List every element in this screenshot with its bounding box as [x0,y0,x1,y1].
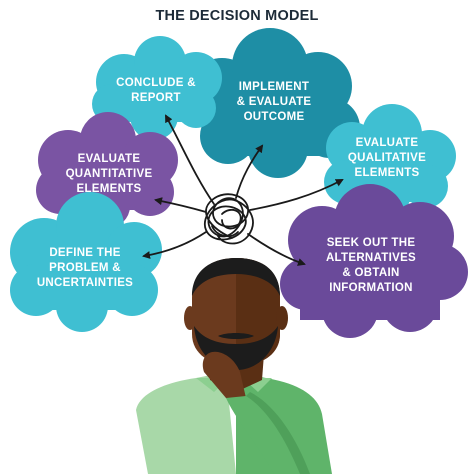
shirt-light [136,372,236,474]
diagram-title: THE DECISION MODEL [155,8,319,24]
tangled-thought-scribble [203,193,254,245]
arrow-to-seek [247,233,306,266]
cloud-seek [280,184,468,338]
arrow-to-conclude [165,114,215,205]
arrows [142,114,344,266]
arrow-to-implement [235,144,264,199]
node-define-label: DEFINE THE PROBLEM & UNCERTAINTIES [36,247,134,289]
arrow-to-eval-quant [154,197,207,213]
node-seek-label: SEEK OUT THE ALTERNATIVES & OBTAIN INFOR… [325,237,417,294]
arm [226,396,300,474]
cloud-conclude [92,36,222,140]
shirt-collar [196,372,272,392]
node-conclude-label: CONCLUDE & REPORT [116,77,196,104]
right-ear [276,306,288,330]
arrow-to-define [142,231,207,259]
sleeve-shade [246,392,310,474]
arrow-to-eval-qual [249,179,344,211]
hand [202,351,246,403]
node-eval-quant-label: EVALUATE QUANTITATIVE ELEMENTS [65,153,153,195]
hair [192,258,280,296]
thinking-person [136,258,332,474]
cloud-eval-quant [36,112,178,228]
left-ear [184,306,196,330]
node-implement-label: IMPLEMENT & EVALUATE OUTCOME [236,81,312,123]
cloud-implement [188,28,360,178]
mustache [218,333,254,339]
node-eval-qual-label: EVALUATE QUALITATIVE ELEMENTS [347,137,427,179]
cloud-define [10,192,162,332]
